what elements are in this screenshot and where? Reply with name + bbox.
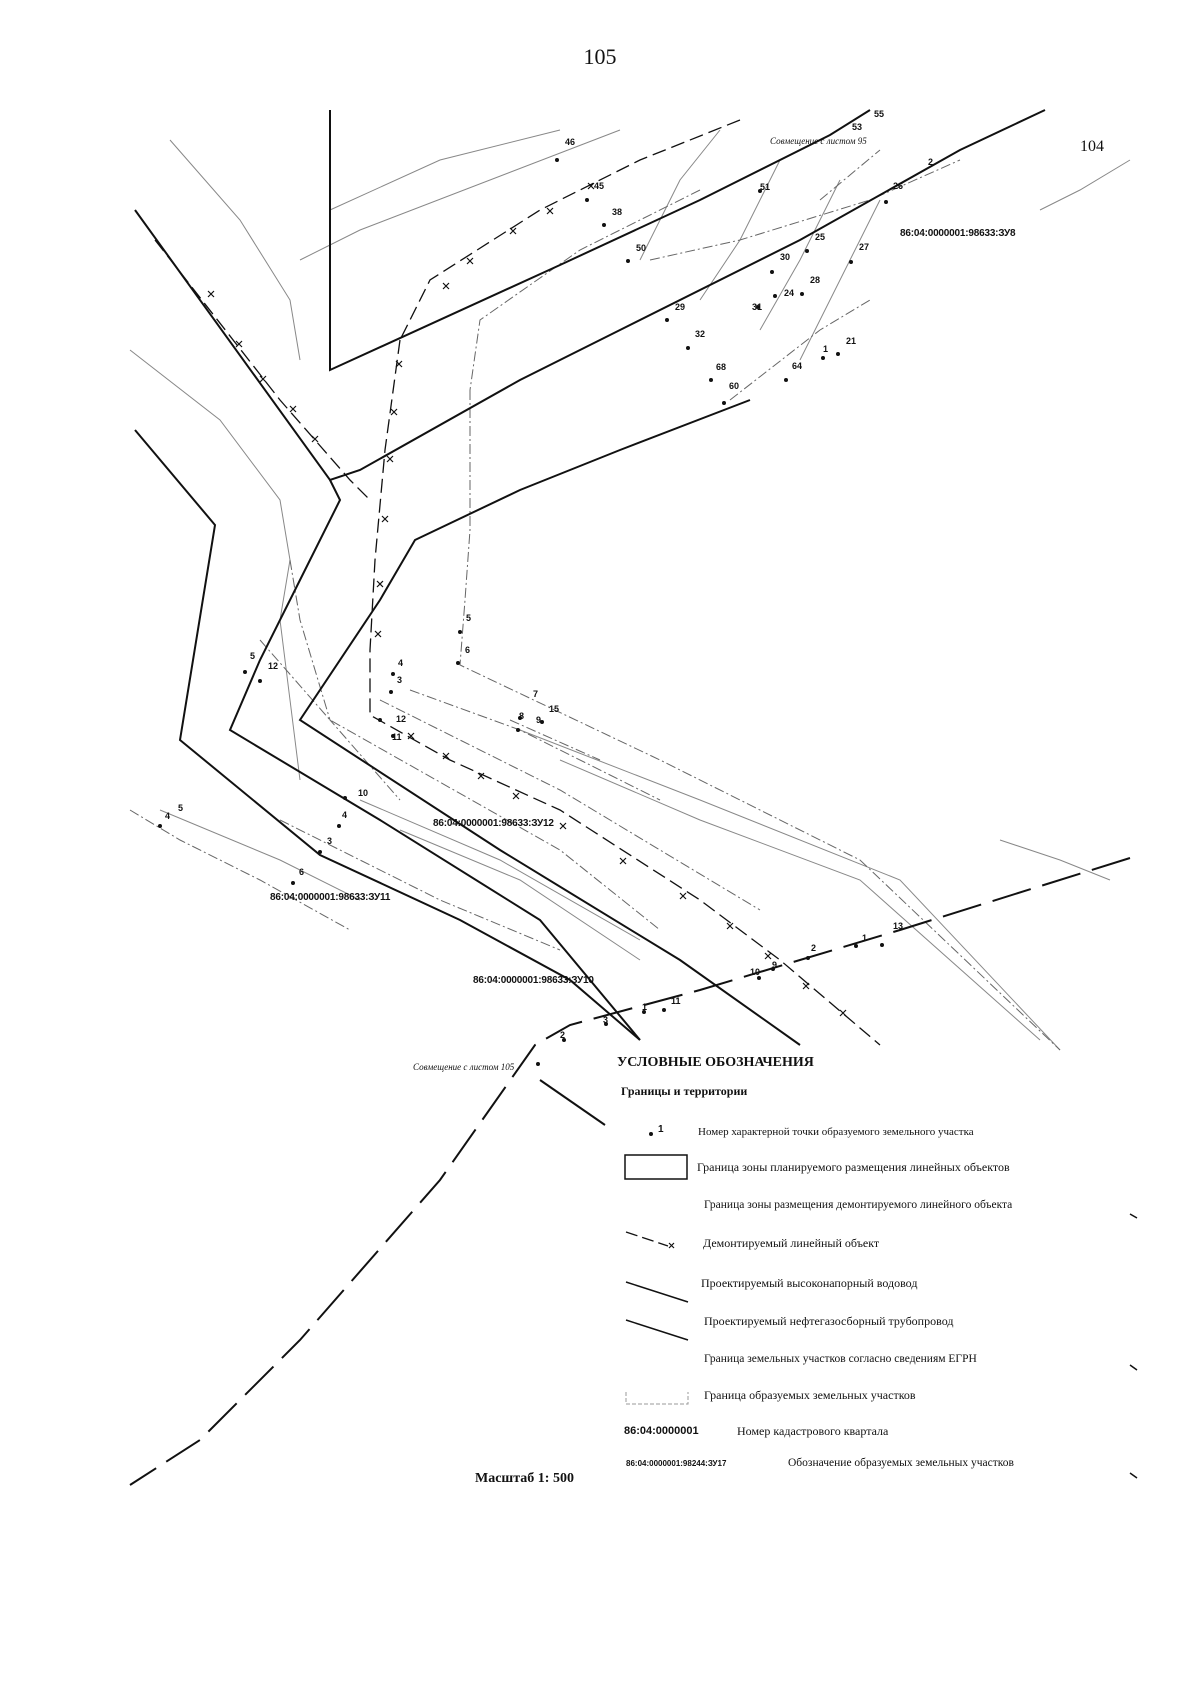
point-label: 1 [823, 344, 829, 354]
point-label: 30 [780, 252, 791, 262]
legend-item-text: Граница зоны планируемого размещения лин… [697, 1160, 1010, 1174]
point-label: 24 [784, 288, 795, 298]
point-label: 13 [893, 921, 904, 931]
plot-label-zu12: 86:04:0000001:98633:ЗУ12 [433, 818, 554, 829]
point-label: 4 [342, 810, 348, 820]
point-label: 38 [612, 207, 623, 217]
long-dashed-line [129, 857, 1131, 1486]
point-label: 27 [859, 242, 870, 252]
point-label: 46 [565, 137, 576, 147]
point-label: 4 [165, 811, 171, 821]
point-label: 9 [772, 960, 778, 970]
point-label: 25 [815, 232, 826, 242]
dismantled-line-x-marks [207, 182, 847, 1017]
point-label: 32 [695, 329, 706, 339]
point-label: 11 [671, 996, 681, 1006]
point-markers [158, 158, 888, 1066]
point-label: 1 [862, 933, 868, 943]
legend-item-text: Граница зоны размещения демонтируемого л… [704, 1199, 1013, 1211]
point-label: 29 [675, 302, 686, 312]
point-label: 10 [358, 788, 369, 798]
point-label: 12 [396, 714, 407, 724]
point-label: 5 [178, 803, 184, 813]
point-label: 3 [397, 675, 403, 685]
match-label-bottom: Совмещение с листом 105 [413, 1062, 515, 1072]
point-label: 5 [466, 613, 472, 623]
point-label: 51 [760, 182, 771, 192]
point-label: 8 [519, 711, 525, 721]
legend-symbols [624, 1132, 1138, 1479]
legend-item-text: Демонтируемый линейный объект [703, 1236, 880, 1250]
legend-subtitle: Границы и территории [621, 1084, 748, 1098]
legend-item-text: Проектируемый нефтегазосборный трубопров… [704, 1314, 954, 1328]
point-label: 50 [636, 243, 647, 253]
point-label: 12 [268, 661, 279, 671]
point-label: 3 [603, 1015, 609, 1025]
point-label: 68 [716, 362, 727, 372]
point-label: 11 [392, 732, 402, 742]
point-label: 55 [874, 109, 885, 119]
legend-item-text: Номер характерной точки образуемого земе… [698, 1126, 974, 1138]
point-label: 2 [560, 1030, 566, 1040]
point-label: 10 [750, 967, 761, 977]
legend-plot-code: 86:04:0000001:98244:ЗУ17 [626, 1459, 727, 1468]
point-label: 7 [533, 689, 539, 699]
legend-cadastral-code: 86:04:0000001 [624, 1425, 699, 1437]
plot-label-zu11: 86:04:0000001:98633:ЗУ11 [270, 892, 391, 903]
plot-label-zu8: 86:04:0000001:98633:ЗУ8 [900, 228, 1016, 239]
legend-item-text: Номер кадастрового квартала [737, 1424, 889, 1438]
scale-label: Масштаб 1: 500 [475, 1471, 574, 1486]
plot-label-zu10: 86:04:0000001:98633:ЗУ10 [473, 975, 594, 986]
legend-item-text: Обозначение образуемых земельных участко… [788, 1457, 1014, 1469]
point-label: 21 [846, 336, 857, 346]
legend-item-text: Граница образуемых земельных участков [704, 1388, 916, 1402]
match-label-top: Совмещение с листом 95 [770, 136, 867, 146]
point-label: 5 [250, 651, 256, 661]
point-label: 60 [729, 381, 740, 391]
formed-plot-boundaries [129, 149, 1061, 1051]
point-label: 2 [928, 157, 934, 167]
point-label: 6 [299, 867, 305, 877]
point-label: 26 [893, 181, 904, 191]
legend-point-marker: 1 [658, 1124, 664, 1135]
legend-title: УСЛОВНЫЕ ОБОЗНАЧЕНИЯ [617, 1055, 814, 1070]
page-number: 105 [583, 44, 617, 69]
point-label: 28 [810, 275, 821, 285]
point-label: 3 [327, 836, 333, 846]
point-label: 9 [536, 715, 542, 725]
point-label: 6 [465, 645, 471, 655]
sheet-number: 104 [1080, 138, 1104, 155]
point-label: 1 [642, 1002, 648, 1012]
egrn-plot-boundaries [129, 129, 1131, 1051]
point-label: 64 [792, 361, 803, 371]
point-label: 53 [852, 122, 863, 132]
point-label: 2 [811, 943, 817, 953]
point-label: 31 [752, 302, 763, 312]
legend-item-text: Проектируемый высоконапорный водовод [701, 1276, 918, 1290]
point-label: 45 [594, 181, 605, 191]
point-label: 15 [549, 704, 560, 714]
legend-item-text: Граница земельных участков согласно свед… [704, 1353, 977, 1365]
point-label: 4 [398, 658, 404, 668]
planned-zone-boundary [134, 109, 1046, 1126]
